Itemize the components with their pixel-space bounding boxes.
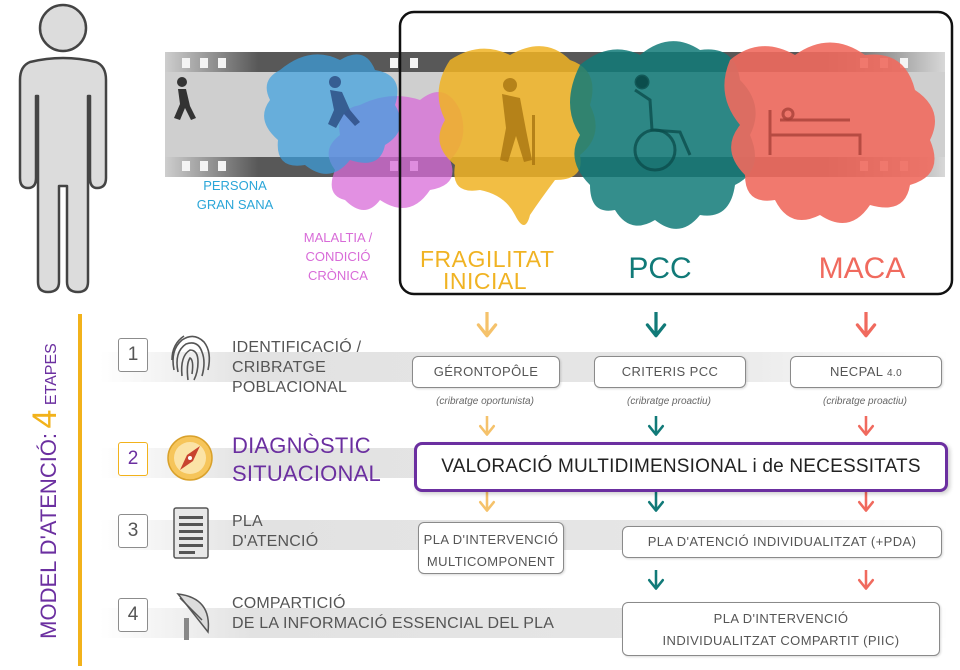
- stage-label-maca: MACA: [818, 252, 906, 285]
- necpal-version: 4.0: [886, 368, 903, 379]
- side-title: MODEL D'ATENCIÓ: 4 ETAPES: [26, 316, 64, 666]
- step-2-number: 2: [118, 442, 148, 476]
- stages-filmstrip-illustration: [165, 10, 954, 296]
- gerontopole-box: GÉRONTOPÔLE: [412, 356, 560, 388]
- frailty-to-maca-frame: [398, 10, 954, 296]
- side-title-prefix: MODEL D'ATENCIÓ:: [36, 432, 61, 639]
- individual-care-plan-box: PLA D'ATENCIÓ INDIVIDUALITZAT (+PDA): [622, 526, 942, 558]
- stage-label-pcc: PCC: [628, 252, 692, 285]
- maca-blob: [724, 42, 935, 223]
- step-3-number: 3: [118, 514, 148, 548]
- bed-icon: [768, 107, 862, 155]
- elderly-cane-icon: [500, 78, 535, 165]
- stage-label-chronic: MALALTIA / CONDICIÓ CRÒNICA: [303, 230, 373, 283]
- side-title-suffix: ETAPES: [43, 343, 60, 406]
- walking-person-icon: [174, 77, 196, 120]
- step-2-title: DIAGNÒSTIC SITUACIONAL: [232, 433, 381, 486]
- side-title-bar: [78, 314, 82, 666]
- multicomponent-plan-box: PLA D'INTERVENCIÓ MULTICOMPONENT: [418, 522, 564, 574]
- assessment-box: VALORACIÓ MULTIDIMENSIONAL i de NECESSIT…: [414, 442, 948, 492]
- satellite-dish-icon: [176, 593, 210, 640]
- stage-label-healthy: PERSONA GRAN SANA: [196, 178, 274, 212]
- step-1-number: 1: [118, 338, 148, 372]
- necpal-label: NECPAL: [829, 364, 883, 379]
- pcc-criteria-box: CRITERIS PCC: [594, 356, 746, 388]
- wheelchair-icon: [633, 74, 692, 172]
- necpal-note: (cribratge proactiu): [823, 396, 907, 407]
- running-person-icon: [328, 76, 360, 128]
- shared-plan-box: PLA D'INTERVENCIÓ INDIVIDUALITZAT COMPAR…: [622, 602, 940, 656]
- stage-label-frailty: FRAGILITAT INICIAL: [420, 246, 555, 294]
- necpal-box: NECPAL 4.0: [790, 356, 942, 388]
- step-4-number: 4: [118, 598, 148, 632]
- fingerprint-icon: [171, 335, 211, 381]
- pcc-blob: [570, 41, 756, 229]
- step-4-title: COMPARTICIÓ DE LA INFORMACIÓ ESSENCIAL D…: [232, 595, 555, 632]
- side-title-number: 4: [26, 409, 64, 429]
- step-1-title: IDENTIFICACIÓ / CRIBRATGE POBLACIONAL: [232, 339, 362, 396]
- pcc-criteria-note: (cribratge proactiu): [627, 396, 711, 407]
- gerontopole-note: (cribratge oportunista): [436, 396, 534, 407]
- step-3-title: PLA D'ATENCIÓ: [232, 513, 319, 550]
- document-list-icon: [173, 507, 209, 559]
- person-silhouette: [18, 3, 108, 294]
- compass-icon: [167, 435, 213, 481]
